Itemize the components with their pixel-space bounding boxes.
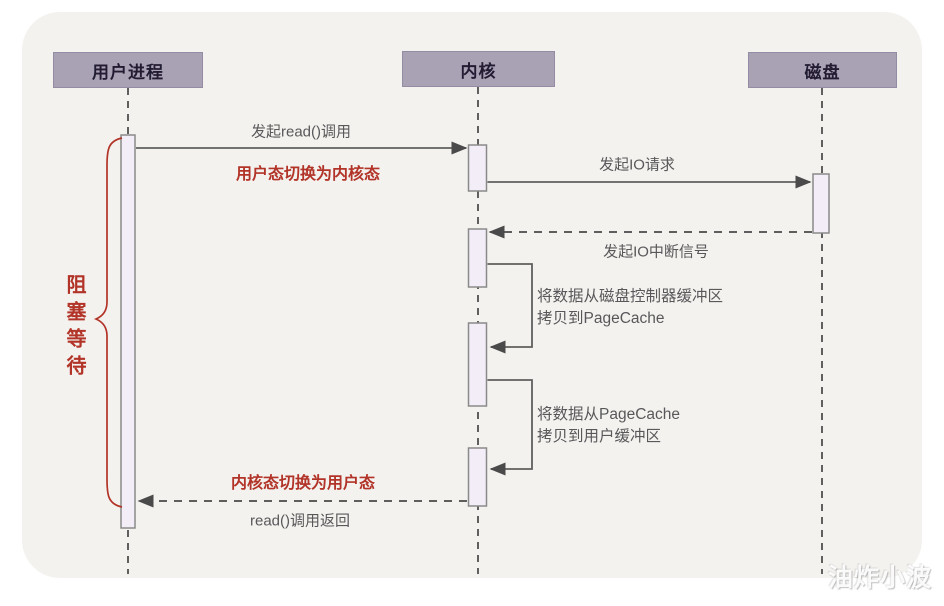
activation-user-process — [120, 134, 136, 529]
label-mode-switch-kernel: 用户态切换为内核态 — [235, 166, 381, 183]
label-copy-pagecache-line1: 将数据从磁盘控制器缓冲区 — [537, 288, 724, 305]
activation-kernel-4 — [467, 447, 488, 507]
arrow-copy-to-userbuffer — [487, 379, 533, 476]
label-copy-userbuffer-line2: 拷贝到用户缓冲区 — [537, 428, 662, 445]
label-read-call: 发起read()调用 — [250, 123, 352, 141]
label-read-return: read()调用返回 — [249, 512, 351, 530]
activation-kernel-3 — [467, 322, 488, 407]
label-mode-switch-user: 内核态切换为用户态 — [230, 475, 376, 492]
blocking-brace — [93, 137, 123, 508]
arrow-copy-to-pagecache — [487, 263, 533, 354]
label-copy-userbuffer: 将数据从PageCache 拷贝到用户缓冲区 — [537, 404, 680, 448]
activation-kernel-1 — [467, 144, 488, 192]
activation-kernel-2 — [467, 228, 488, 288]
participant-user-process: 用户进程 — [53, 52, 203, 88]
label-copy-userbuffer-line1: 将数据从PageCache — [537, 406, 681, 423]
label-copy-pagecache-line2: 拷贝到PageCache — [537, 310, 665, 327]
participant-disk: 磁盘 — [748, 52, 897, 88]
blocking-wait-label: 阻塞等待 — [63, 274, 85, 382]
label-io-request: 发起IO请求 — [599, 156, 675, 174]
activation-disk — [812, 173, 830, 234]
participant-kernel: 内核 — [402, 51, 555, 87]
watermark: 油炸小波 — [828, 564, 933, 592]
participant-kernel-label: 内核 — [460, 61, 497, 81]
participant-user-process-label: 用户进程 — [92, 62, 164, 82]
label-copy-pagecache: 将数据从磁盘控制器缓冲区 拷贝到PageCache — [537, 286, 723, 330]
label-io-interrupt: 发起IO中断信号 — [603, 243, 709, 261]
participant-disk-label: 磁盘 — [804, 62, 841, 82]
